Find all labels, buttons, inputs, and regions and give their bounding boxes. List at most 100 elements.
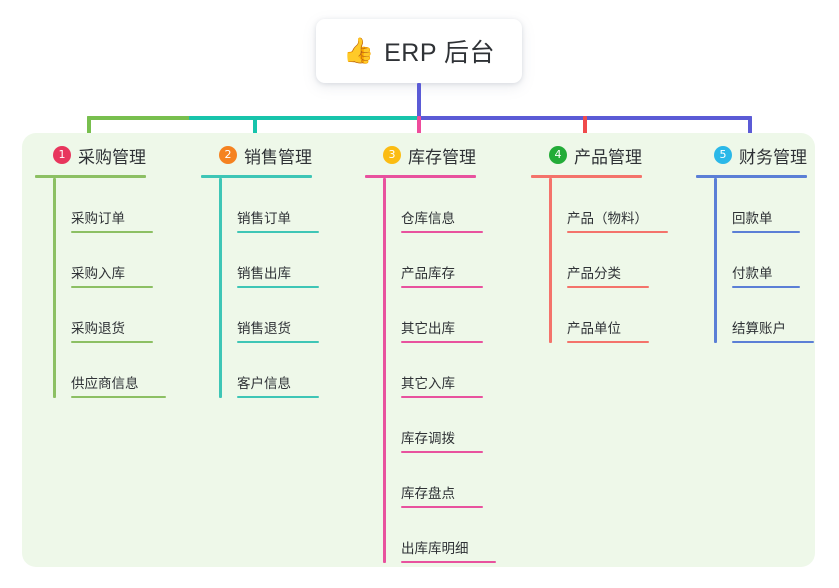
leaf-item[interactable]: 其它出库 <box>383 288 520 343</box>
column-stem-2 <box>253 116 257 146</box>
branch-column-5: 5 财务管理 回款单 付款单 结算账户 <box>696 140 839 343</box>
root-stem-line <box>417 83 421 118</box>
leaf-rule <box>401 286 483 288</box>
leaf-label: 结算账户 <box>732 321 786 336</box>
branch-items-5: 回款单 付款单 结算账户 <box>696 178 839 343</box>
branch-badge-3: 3 <box>383 146 401 164</box>
leaf-rule <box>71 396 166 398</box>
branch-column-3: 3 库存管理 仓库信息 产品库存 其它出库 其它入库 库存调拨 <box>365 140 520 563</box>
leaf-label: 供应商信息 <box>71 376 139 391</box>
branch-header-1[interactable]: 1 采购管理 <box>35 140 185 170</box>
leaf-rule <box>237 341 319 343</box>
branch-title-4: 产品管理 <box>574 147 642 167</box>
branch-rule-3 <box>365 175 476 178</box>
branch-header-5[interactable]: 5 财务管理 <box>696 140 839 170</box>
branch-spine-4 <box>549 178 552 343</box>
branch-items-3: 仓库信息 产品库存 其它出库 其它入库 库存调拨 库存盘点 <box>365 178 520 563</box>
column-stem-3 <box>417 116 421 146</box>
leaf-rule <box>401 451 483 453</box>
branch-title-5: 财务管理 <box>739 147 807 167</box>
leaf-rule <box>732 341 814 343</box>
branch-rule-1 <box>35 175 146 178</box>
leaf-item[interactable]: 供应商信息 <box>53 343 185 398</box>
leaf-label: 库存盘点 <box>401 486 455 501</box>
leaf-rule <box>71 286 153 288</box>
leaf-item[interactable]: 仓库信息 <box>383 178 520 233</box>
bus-segment-teal <box>189 116 419 120</box>
leaf-item[interactable]: 产品库存 <box>383 233 520 288</box>
leaf-item[interactable]: 销售出库 <box>219 233 351 288</box>
branch-rule-4 <box>531 175 642 178</box>
leaf-item[interactable]: 库存盘点 <box>383 453 520 508</box>
leaf-rule <box>401 396 483 398</box>
branch-rule-5 <box>696 175 807 178</box>
leaf-item[interactable]: 客户信息 <box>219 343 351 398</box>
leaf-rule <box>567 231 668 233</box>
leaf-item[interactable]: 库存调拨 <box>383 398 520 453</box>
leaf-rule <box>401 561 496 563</box>
branch-items-1: 采购订单 采购入库 采购退货 供应商信息 <box>35 178 185 398</box>
branch-items-4: 产品（物料） 产品分类 产品单位 <box>531 178 691 343</box>
branch-badge-5: 5 <box>714 146 732 164</box>
leaf-item[interactable]: 采购入库 <box>53 233 185 288</box>
leaf-label: 产品（物料） <box>567 211 648 226</box>
branch-header-2[interactable]: 2 销售管理 <box>201 140 351 170</box>
leaf-item[interactable]: 产品单位 <box>549 288 691 343</box>
branch-items-2: 销售订单 销售出库 销售退货 客户信息 <box>201 178 351 398</box>
column-stem-4 <box>583 116 587 146</box>
leaf-item[interactable]: 采购退货 <box>53 288 185 343</box>
leaf-label: 库存调拨 <box>401 431 455 446</box>
leaf-label: 付款单 <box>732 266 773 281</box>
leaf-rule <box>401 341 483 343</box>
leaf-rule <box>71 231 153 233</box>
leaf-rule <box>71 341 153 343</box>
leaf-label: 其它出库 <box>401 321 455 336</box>
leaf-item[interactable]: 产品（物料） <box>549 178 691 233</box>
branch-badge-1: 1 <box>53 146 71 164</box>
leaf-rule <box>237 396 319 398</box>
branch-spine-1 <box>53 178 56 398</box>
leaf-item[interactable]: 其它入库 <box>383 343 520 398</box>
branch-header-3[interactable]: 3 库存管理 <box>365 140 520 170</box>
branch-spine-3 <box>383 178 386 563</box>
leaf-item[interactable]: 付款单 <box>714 233 839 288</box>
root-node[interactable]: 👍 ERP 后台 <box>316 19 522 83</box>
branch-title-3: 库存管理 <box>408 147 476 167</box>
leaf-label: 采购退货 <box>71 321 125 336</box>
column-stem-1 <box>87 116 91 146</box>
leaf-rule <box>567 341 649 343</box>
leaf-label: 其它入库 <box>401 376 455 391</box>
leaf-label: 出库库明细 <box>401 541 469 556</box>
leaf-label: 产品单位 <box>567 321 621 336</box>
leaf-label: 产品库存 <box>401 266 455 281</box>
leaf-rule <box>732 231 800 233</box>
branch-spine-2 <box>219 178 222 398</box>
leaf-rule <box>401 506 483 508</box>
branch-header-4[interactable]: 4 产品管理 <box>531 140 691 170</box>
leaf-item[interactable]: 出库库明细 <box>383 508 520 563</box>
branch-spine-5 <box>714 178 717 343</box>
leaf-label: 销售出库 <box>237 266 291 281</box>
leaf-item[interactable]: 销售退货 <box>219 288 351 343</box>
thumbs-up-icon: 👍 <box>342 36 375 65</box>
leaf-label: 回款单 <box>732 211 773 226</box>
leaf-item[interactable]: 产品分类 <box>549 233 691 288</box>
branch-title-2: 销售管理 <box>244 147 312 167</box>
leaf-item[interactable]: 销售订单 <box>219 178 351 233</box>
branch-column-2: 2 销售管理 销售订单 销售出库 销售退货 客户信息 <box>201 140 351 398</box>
leaf-label: 销售订单 <box>237 211 291 226</box>
leaf-label: 仓库信息 <box>401 211 455 226</box>
content-panel <box>22 133 815 567</box>
leaf-item[interactable]: 回款单 <box>714 178 839 233</box>
column-stem-5 <box>748 116 752 146</box>
branch-column-1: 1 采购管理 采购订单 采购入库 采购退货 供应商信息 <box>35 140 185 398</box>
leaf-label: 客户信息 <box>237 376 291 391</box>
branch-badge-4: 4 <box>549 146 567 164</box>
leaf-rule <box>732 286 800 288</box>
leaf-rule <box>567 286 649 288</box>
leaf-label: 采购入库 <box>71 266 125 281</box>
leaf-item[interactable]: 结算账户 <box>714 288 839 343</box>
leaf-item[interactable]: 采购订单 <box>53 178 185 233</box>
root-title: ERP 后台 <box>384 39 496 67</box>
